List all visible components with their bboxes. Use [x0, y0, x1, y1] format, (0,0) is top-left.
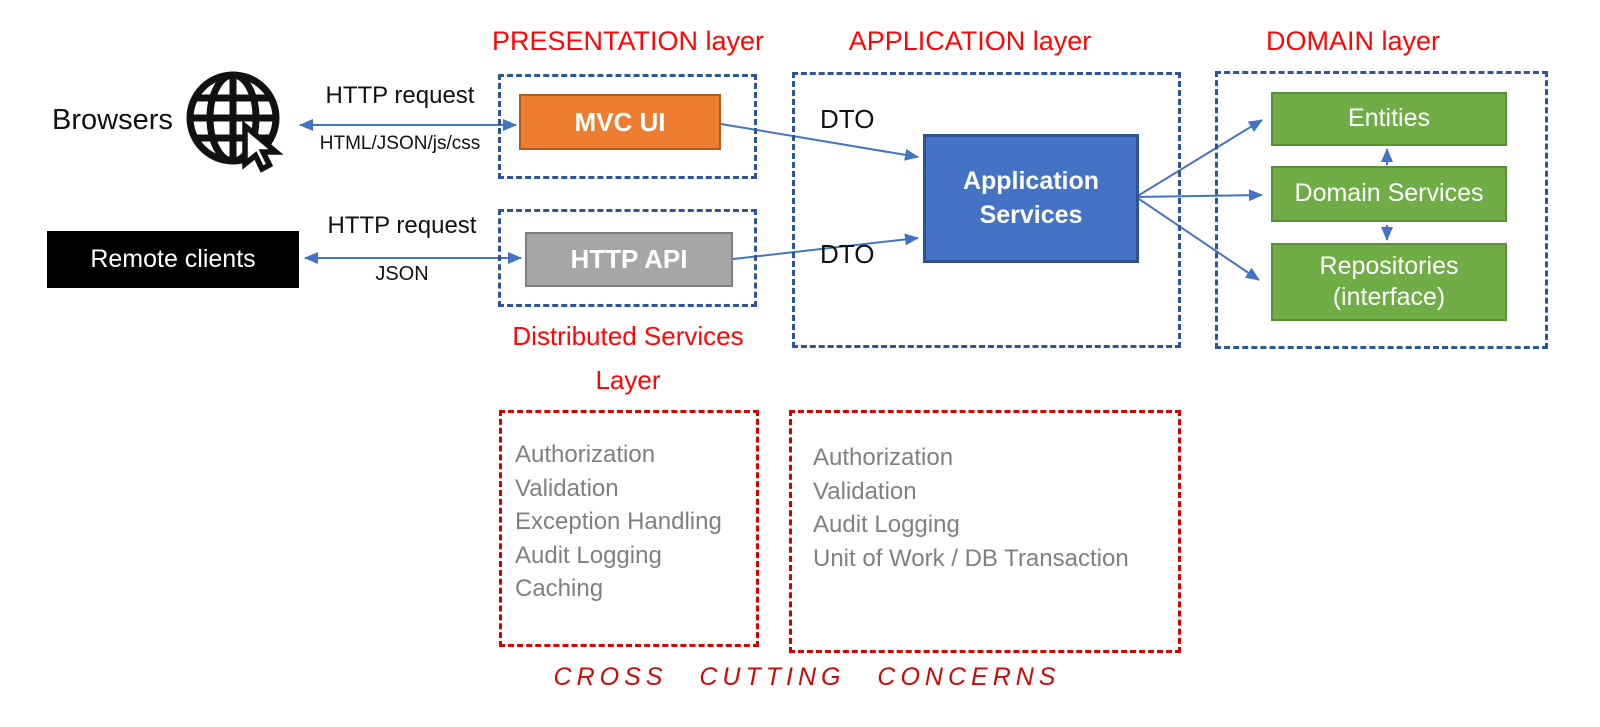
application-services-label: Application Services	[962, 166, 1100, 229]
http-api-node: HTTP API	[525, 232, 733, 287]
list-item: Audit Logging	[515, 541, 662, 569]
cross-cutting-box-application	[789, 410, 1181, 653]
presentation-layer-box-mvc	[498, 74, 757, 179]
browser-arrow-label-bottom: HTML/JSON/js/css	[319, 133, 481, 154]
repositories-node: Repositories (interface)	[1271, 243, 1507, 321]
list-item: Audit Logging	[813, 511, 960, 538]
remote-clients-node: Remote clients	[47, 231, 299, 288]
distributed-title-line2: Layer	[595, 365, 661, 395]
entities-label: Entities	[1348, 104, 1430, 133]
cursor-icon	[242, 120, 284, 173]
domain-services-node: Domain Services	[1271, 166, 1507, 222]
remote-arrow-label-top: HTTP request	[327, 212, 477, 239]
dto-label-bottom: DTO	[820, 239, 875, 269]
browsers-label: Browsers	[52, 104, 173, 136]
distributed-title-line1: Distributed Services	[512, 321, 744, 351]
domain-layer-title: DOMAIN layer	[1265, 26, 1441, 56]
dto-label-top: DTO	[820, 104, 875, 134]
http-api-label: HTTP API	[570, 244, 688, 274]
application-layer-title: APPLICATION layer	[848, 26, 1092, 56]
domain-layer-box	[1215, 71, 1548, 349]
browser-globe-icon	[186, 71, 284, 173]
presentation-layer-title: PRESENTATION layer	[491, 26, 765, 56]
domain-services-label: Domain Services	[1294, 179, 1484, 208]
list-item: Authorization	[813, 444, 954, 471]
cross-cutting-concerns-label: CROSS CUTTING CONCERNS	[553, 663, 1061, 691]
repositories-label: Repositories (interface)	[1319, 251, 1459, 311]
list-item: Validation	[515, 474, 619, 502]
list-item: Authorization	[515, 441, 656, 468]
list-item: Exception Handling	[515, 508, 722, 535]
remote-clients-label: Remote clients	[90, 245, 256, 273]
application-services-node: Application Services	[923, 134, 1139, 263]
list-item: Caching	[515, 575, 604, 602]
application-layer-box	[792, 72, 1181, 348]
cross-cutting-box-distributed	[499, 410, 759, 647]
mvc-ui-label: MVC UI	[574, 106, 666, 137]
list-item: Validation	[813, 477, 917, 505]
distributed-services-layer-title: Distributed Services Layer	[488, 314, 768, 402]
list-item: Unit of Work / DB Transaction	[813, 544, 1129, 572]
entities-node: Entities	[1271, 92, 1507, 146]
remote-arrow-label-bottom: JSON	[375, 263, 429, 285]
browser-arrow-label-top: HTTP request	[325, 82, 475, 109]
presentation-layer-box-api	[498, 209, 757, 307]
mvc-ui-node: MVC UI	[519, 94, 721, 150]
